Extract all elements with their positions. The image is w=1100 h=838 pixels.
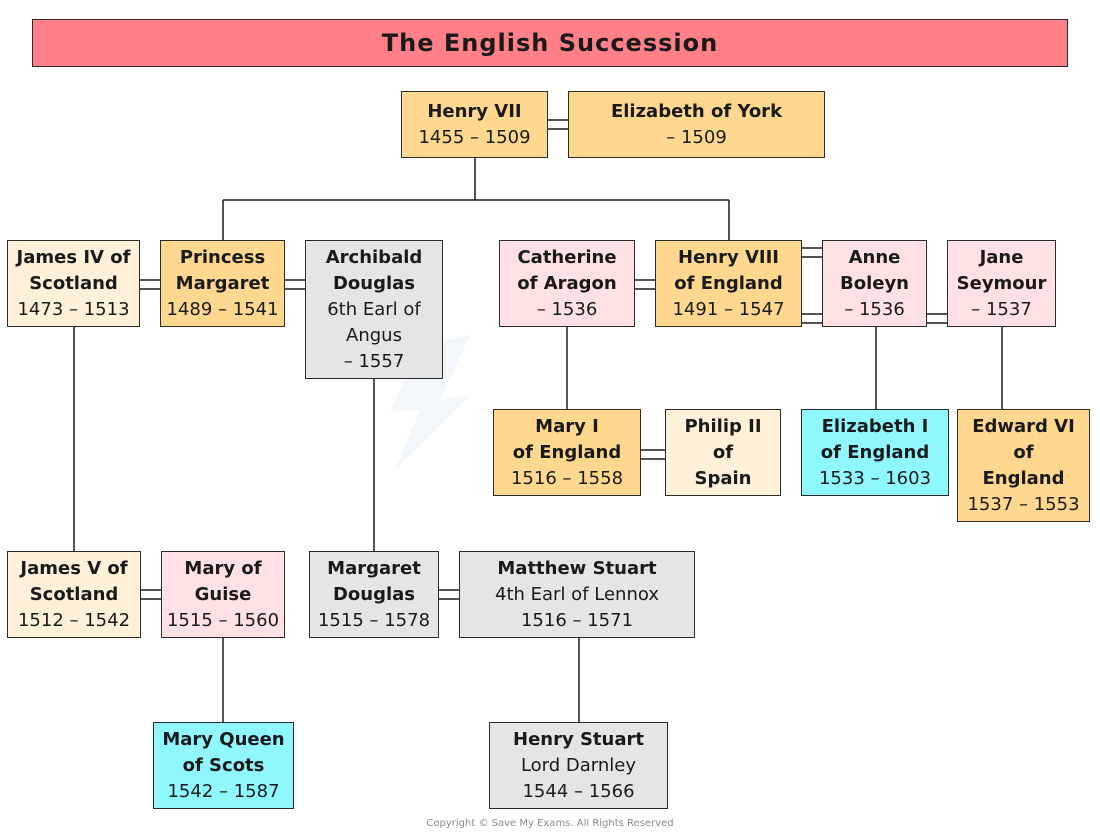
person-dates: 1537 – 1553 (967, 493, 1080, 515)
copyright-notice: Copyright © Save My Exams. All Rights Re… (426, 818, 674, 829)
person-title-line: 4th Earl of Lennox (495, 583, 659, 605)
person-name-line: Guise (194, 583, 252, 605)
person-elizabeth-i: Elizabeth I of England 1533 – 1603 (801, 409, 949, 496)
marriage-henry-viii-jane-bottom (802, 313, 947, 324)
person-matthew-stuart: Matthew Stuart 4th Earl of Lennox 1516 – 1… (459, 551, 695, 638)
marriage-margaret-douglas-matthew (439, 589, 459, 600)
page-title: The English Succession (32, 19, 1068, 67)
person-name-line: of Scots (182, 754, 265, 776)
person-name-line: Seymour (956, 272, 1047, 294)
person-name-line: Henry VIII (678, 246, 779, 268)
marriage-james-v-guise (141, 589, 161, 600)
marriage-james-iv-margaret (140, 279, 160, 290)
person-name-line: Douglas (332, 272, 416, 294)
person-name-line: Margaret (327, 557, 421, 579)
person-james-v: James V of Scotland 1512 – 1542 (7, 551, 141, 638)
person-dates: 1491 – 1547 (672, 298, 785, 320)
person-dates: 1489 – 1541 (166, 298, 279, 320)
person-name-line: Margaret (175, 272, 270, 294)
marriage-henry-vii-elizabeth (548, 119, 568, 130)
person-name-line: Edward VI (972, 415, 1075, 437)
person-james-iv: James IV of Scotland 1473 – 1513 (7, 240, 140, 327)
person-dates: 1533 – 1603 (818, 467, 932, 489)
person-name-line: Archibald (325, 246, 423, 268)
person-name-line: James V of (20, 557, 128, 579)
person-name-line: Anne (848, 246, 901, 268)
person-name-line: of (1013, 441, 1034, 463)
person-name-line: of England (674, 272, 783, 294)
person-title-line: Angus (346, 324, 402, 346)
marriage-henry-viii-anne-top (802, 247, 822, 258)
marriage-mary-i-philip (641, 449, 665, 460)
person-name-line: Douglas (332, 583, 416, 605)
person-mary-guise: Mary of Guise 1515 – 1560 (161, 551, 285, 638)
person-title-line: Lord Darnley (520, 754, 637, 776)
person-name-line: of Aragon (517, 272, 617, 294)
person-henry-vii: Henry VII 1455 – 1509 (401, 91, 548, 158)
person-name-line: England (982, 467, 1065, 489)
marriage-lines (140, 119, 947, 600)
person-name-line: Catherine (517, 246, 617, 268)
person-name-line: Mary of (184, 557, 262, 579)
person-dates: 1512 – 1542 (17, 609, 131, 631)
person-name-line: Philip II (684, 415, 762, 437)
person-dates: – 1557 (343, 350, 405, 372)
person-name-line: Scotland (29, 272, 118, 294)
person-name-line: Jane (979, 246, 1024, 268)
person-name-line: Scotland (29, 583, 119, 605)
person-dates: – 1537 (971, 298, 1032, 320)
person-name-line: Mary I (535, 415, 599, 437)
descent-line-henry-vii (222, 158, 730, 240)
person-name-line: of England (512, 441, 622, 463)
person-elizabeth-york: Elizabeth of York – 1509 (568, 91, 825, 158)
person-dates: 1542 – 1587 (167, 780, 280, 802)
person-name-line: Mary Queen (162, 728, 285, 750)
person-name-line: Spain (694, 467, 752, 489)
person-dates: 1516 – 1558 (510, 467, 624, 489)
person-name-line: James IV of (16, 246, 131, 268)
person-name-line: Elizabeth of York (610, 100, 783, 122)
person-dates: 1455 – 1509 (418, 126, 531, 148)
person-dates: 1516 – 1571 (520, 609, 634, 631)
person-dates: 1544 – 1566 (522, 780, 635, 802)
person-henry-viii: Henry VIII of England 1491 – 1547 (655, 240, 802, 327)
person-mary-queen-scots: Mary Queen of Scots 1542 – 1587 (153, 722, 294, 809)
person-dates: – 1536 (536, 298, 598, 320)
person-title-line: 6th Earl of (327, 298, 421, 320)
marriage-catherine-henry-viii (635, 279, 655, 290)
person-dates: 1515 – 1560 (166, 609, 280, 631)
person-name-line: Matthew Stuart (497, 557, 657, 579)
marriage-margaret-archibald (285, 279, 305, 290)
person-name-line: of England (820, 441, 930, 463)
person-name-line: Boleyn (839, 272, 909, 294)
person-dates: 1515 – 1578 (317, 609, 431, 631)
person-name-line: of (712, 441, 734, 463)
person-dates: – 1509 (666, 126, 727, 148)
person-name-line: Henry Stuart (513, 728, 644, 750)
person-mary-i: Mary I of England 1516 – 1558 (493, 409, 641, 496)
person-name-line: Princess (179, 246, 266, 268)
person-catherine-aragon: Catherine of Aragon – 1536 (499, 240, 635, 327)
person-name-line: Henry VII (427, 100, 522, 122)
person-dates: 1473 – 1513 (17, 298, 130, 320)
person-name-line: Elizabeth I (821, 415, 929, 437)
person-dates: – 1536 (844, 298, 905, 320)
